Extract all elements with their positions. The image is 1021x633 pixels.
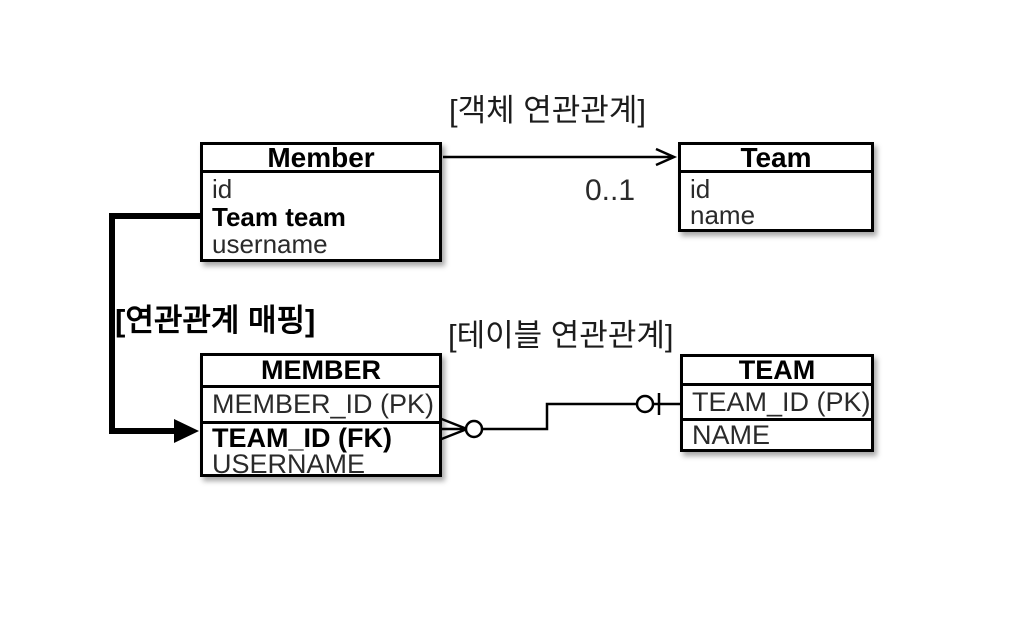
team-class-box: Team id name (678, 142, 874, 232)
team-class-fields: id name (681, 173, 871, 228)
member-class-box: Member id Team team username (200, 142, 442, 262)
mapping-arrow (109, 213, 200, 443)
zero-many-circle-icon (464, 419, 484, 439)
column-team-id-pk: TEAM_ID (PK) (683, 386, 871, 421)
member-class-title: Member (203, 143, 439, 173)
column-name: NAME (692, 420, 771, 450)
table-relationship-connector (438, 393, 680, 442)
object-association-arrow (443, 147, 678, 167)
column-team-id-fk: TEAM_ID (FK) (212, 423, 392, 453)
object-association-title: [객체 연관관계] (449, 93, 646, 128)
member-table-title: MEMBER (203, 356, 439, 388)
mapping-label: [연관관계 매핑] (115, 303, 316, 338)
table-association-title: [테이블 연관관계] (448, 318, 674, 353)
field-id: id (690, 174, 711, 204)
team-class-title: Team (681, 143, 871, 173)
column-username: USERNAME (212, 448, 366, 479)
team-table-box: TEAM TEAM_ID (PK) NAME (680, 354, 874, 452)
member-class-fields: id Team team username (203, 173, 439, 259)
field-username: username (212, 229, 328, 259)
crow-foot-icon (438, 416, 468, 442)
team-table-title: TEAM (683, 356, 871, 386)
multiplicity-label: 0..1 (585, 174, 636, 207)
zero-one-circle-icon (635, 394, 655, 414)
field-name: name (690, 200, 756, 230)
member-table-box: MEMBER MEMBER_ID (PK) TEAM_ID (FK) USERN… (200, 353, 442, 479)
field-id: id (212, 174, 233, 204)
field-team-team: Team team (212, 201, 346, 232)
column-member-id-pk: MEMBER_ID (PK) (203, 388, 439, 424)
